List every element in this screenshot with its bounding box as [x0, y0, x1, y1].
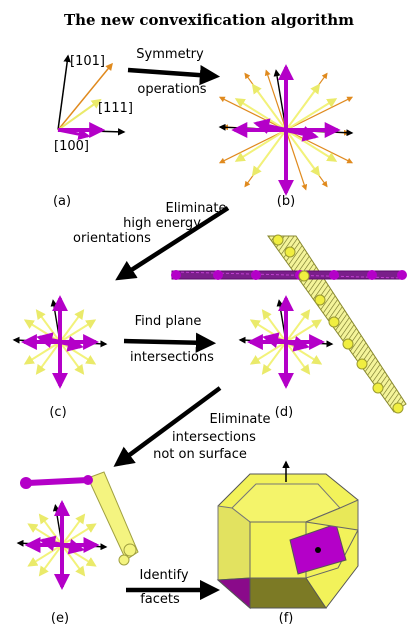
intersection-point	[171, 270, 181, 280]
panel-e-label: (e)	[51, 611, 69, 626]
step-identify-facets-line1: Identify	[139, 568, 188, 583]
orientation-arrow	[252, 342, 287, 364]
orientation-arrow	[26, 342, 61, 364]
vertex-point	[124, 544, 136, 556]
panel-d-plane-intersections	[172, 236, 406, 412]
panel-c-orientation-star	[14, 298, 106, 385]
orientation-arrow	[62, 515, 84, 545]
intersection-point	[213, 270, 223, 280]
intersection-point	[329, 317, 339, 327]
step-eliminate-surface-line3: not on surface	[153, 447, 247, 462]
orientation-arrow	[60, 311, 83, 342]
intersection-point	[273, 235, 283, 245]
intersection-point	[299, 271, 309, 281]
panel-d-orientation-star	[240, 298, 332, 385]
intersection-point	[285, 247, 295, 257]
panel-b-label: (b)	[277, 194, 295, 209]
orientation-arrow	[286, 97, 352, 130]
intersection-point	[357, 359, 367, 369]
panel-c-label: (c)	[49, 405, 66, 420]
step-symmetry-line2: operations	[137, 82, 206, 97]
panel-f-label: (f)	[279, 611, 294, 626]
step-identify-facets-line2: facets	[140, 592, 180, 607]
orientation-arrow	[263, 342, 286, 373]
step-eliminate-energy-line1: Eliminate	[165, 201, 226, 216]
step-eliminate-surface-line2: intersections	[172, 430, 256, 445]
diagram-title: The new convexification algorithm	[64, 11, 354, 29]
miller-101-label: [101]	[70, 54, 105, 69]
orientation-arrow	[286, 320, 321, 342]
orientation-arrow	[286, 311, 309, 342]
intersection-point	[367, 270, 377, 280]
panel-d-label: (d)	[275, 405, 293, 420]
step-arrow-find-plane	[124, 341, 208, 343]
panel-a-orientations: [101] [111] [100]	[54, 54, 133, 154]
vertex-point	[119, 555, 129, 565]
panel-f-polyhedron	[218, 462, 358, 608]
step-eliminate-surface-line1: Eliminate	[209, 412, 270, 427]
orientation-arrow	[286, 99, 336, 130]
polyhedron-left-square-face	[218, 578, 250, 608]
orientation-arrow	[237, 130, 287, 161]
intersection-point	[315, 295, 325, 305]
orientation-arrow	[220, 130, 286, 163]
intersection-point	[251, 270, 261, 280]
orientation-arrow	[40, 545, 62, 575]
orientation-arrow	[286, 85, 319, 130]
vertex-point	[20, 477, 32, 489]
intersection-point	[329, 270, 339, 280]
orientation-arrow	[220, 97, 286, 130]
panel-b-orientation-star	[220, 67, 352, 192]
intersection-point	[393, 403, 403, 413]
panel-a-label: (a)	[53, 194, 71, 209]
step-eliminate-energy-line2: high energy	[123, 216, 201, 231]
orientation-arrow	[60, 320, 95, 342]
vertex-point	[83, 475, 93, 485]
surface-edge-magenta	[28, 480, 88, 483]
miller-100-label: [100]	[54, 139, 89, 154]
orientation-arrow	[286, 130, 352, 163]
intersection-point	[343, 339, 353, 349]
orientation-arrow	[62, 524, 95, 545]
step-find-plane-line1: Find plane	[135, 314, 202, 329]
step-symmetry-line1: Symmetry	[136, 47, 204, 62]
orientation-arrow	[29, 545, 62, 566]
step-arrow-symmetry	[128, 70, 212, 76]
step-find-plane-line2: intersections	[130, 350, 214, 365]
panel-e-orientation-star	[18, 503, 106, 587]
step-eliminate-energy-line3: orientations	[73, 231, 151, 246]
intersection-point	[373, 383, 383, 393]
miller-111-label: [111]	[98, 101, 133, 116]
normal-arrow-front	[315, 547, 321, 553]
orientation-arrow	[37, 342, 60, 373]
orientation-arrow	[253, 130, 286, 175]
intersection-point	[397, 270, 407, 280]
